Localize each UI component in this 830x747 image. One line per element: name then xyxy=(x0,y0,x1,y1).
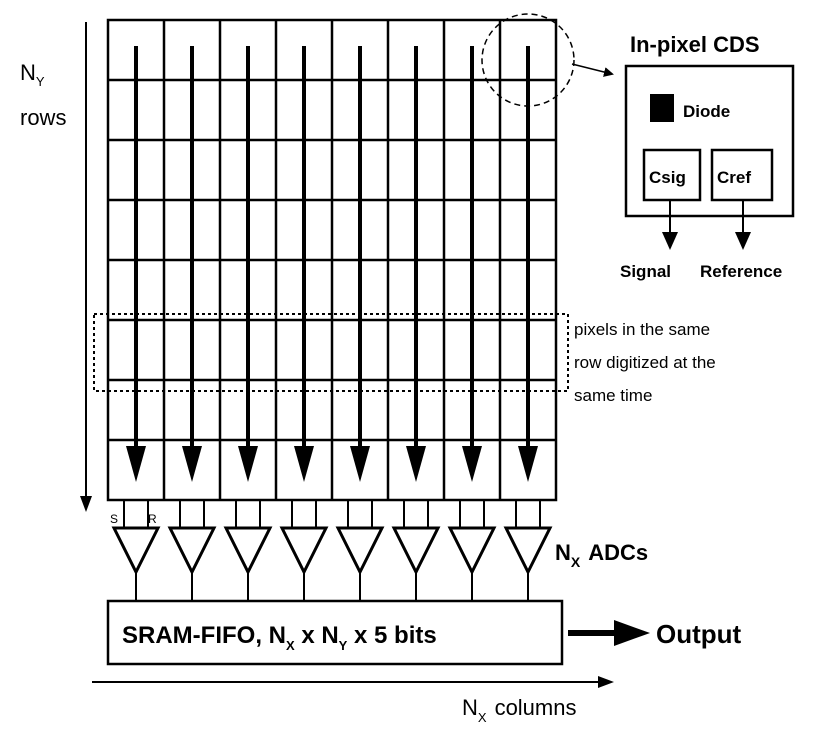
adc-triangle xyxy=(279,526,329,576)
rows-label-n: NY xyxy=(20,60,45,89)
adc-triangle xyxy=(447,526,497,576)
column-readout-arrowhead xyxy=(462,446,482,482)
adc-row xyxy=(111,500,553,601)
inset-title: In-pixel CDS xyxy=(630,32,760,57)
zoom-arrow xyxy=(571,63,614,77)
column-readout-arrowhead xyxy=(294,446,314,482)
diode-label: Diode xyxy=(683,102,730,121)
reference-label: Reference xyxy=(700,262,782,281)
rows-label-word: rows xyxy=(20,105,66,130)
row-note-line-2: row digitized at the xyxy=(574,353,716,372)
csig-label: Csig xyxy=(649,168,686,187)
r-lead-label: R xyxy=(148,512,157,526)
output-arrowhead xyxy=(614,620,650,646)
columns-axis-arrowhead xyxy=(598,676,614,688)
column-readout-arrowhead xyxy=(518,446,538,482)
rows-axis xyxy=(80,22,92,512)
diode-icon xyxy=(650,94,674,122)
s-lead-label: S xyxy=(110,512,118,526)
reference-arrowhead xyxy=(735,232,751,250)
column-readout-arrowhead xyxy=(406,446,426,482)
adc-triangle xyxy=(503,526,553,576)
adc-triangle xyxy=(223,526,273,576)
output-label: Output xyxy=(656,619,742,649)
column-readout-arrowhead xyxy=(350,446,370,482)
column-readout-arrowhead xyxy=(238,446,258,482)
signal-label: Signal xyxy=(620,262,671,281)
adc-triangle xyxy=(391,526,441,576)
pixel-grid xyxy=(106,18,558,502)
in-pixel-cds-inset: In-pixel CDS Diode Csig Cref Signal Refe… xyxy=(620,32,795,281)
cref-box xyxy=(710,148,774,202)
column-readout-arrowhead xyxy=(126,446,146,482)
column-readout-arrows xyxy=(126,46,538,482)
adc-triangle xyxy=(111,526,161,576)
row-note-line-3: same time xyxy=(574,386,652,405)
signal-arrowhead xyxy=(662,232,678,250)
grid-row-lines xyxy=(108,78,556,442)
csig-box xyxy=(642,148,702,202)
cref-label: Cref xyxy=(717,168,751,187)
row-note-line-1: pixels in the same xyxy=(574,320,710,339)
adc-triangle xyxy=(167,526,217,576)
row-selection-box xyxy=(93,313,569,392)
sram-fifo-box xyxy=(106,599,564,666)
sram-fifo-label: SRAM-FIFO, NX x NY x 5 bits xyxy=(122,622,437,653)
rows-axis-arrowhead xyxy=(80,496,92,512)
grid-column-lines xyxy=(162,20,502,500)
adc-triangle xyxy=(335,526,385,576)
column-readout-arrowhead xyxy=(182,446,202,482)
zoom-circle xyxy=(481,13,575,107)
